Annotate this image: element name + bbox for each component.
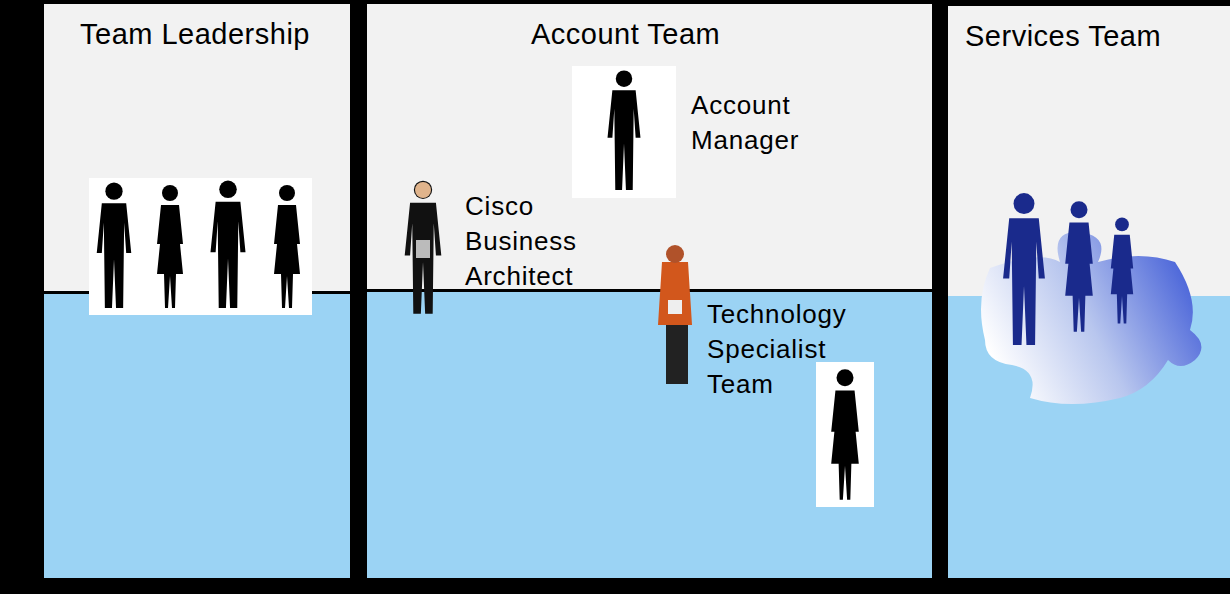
folder xyxy=(416,240,430,258)
person-silhouette xyxy=(97,183,132,308)
panel-heading: Team Leadership xyxy=(80,18,310,51)
panel-heading: Account Team xyxy=(531,18,720,51)
person-silhouette xyxy=(157,185,183,308)
figure-backdrop xyxy=(572,66,676,198)
person-silhouette xyxy=(274,185,300,308)
figure-backdrop xyxy=(816,362,874,507)
person-silhouette xyxy=(831,369,859,500)
role-label: Technology Specialist Team xyxy=(707,297,857,402)
panel-heading: Services Team xyxy=(965,20,1161,53)
legs xyxy=(666,320,688,384)
leadership-figures xyxy=(89,178,312,315)
figure-backdrop xyxy=(89,178,312,315)
role-label: Account Manager xyxy=(691,88,821,158)
person-silhouette xyxy=(608,70,641,190)
head xyxy=(666,245,684,263)
person-silhouette xyxy=(210,181,245,308)
face xyxy=(415,182,431,198)
role-label: Cisco Business Architect xyxy=(465,189,595,294)
paper xyxy=(668,300,682,314)
jacket xyxy=(658,262,692,325)
